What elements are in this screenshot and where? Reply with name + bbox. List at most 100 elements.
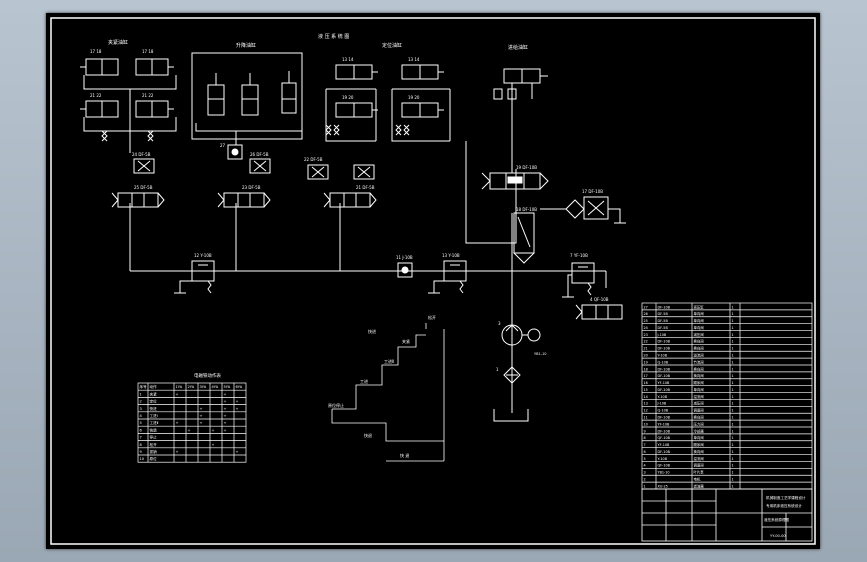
section-label-lift: 升降油缸 bbox=[236, 42, 256, 49]
section-label-clamp: 夹紧油缸 bbox=[108, 39, 128, 46]
parts-list-cell: 1 bbox=[732, 471, 734, 475]
parts-list-cell: 换向阀 bbox=[694, 339, 705, 344]
parts-list-cell: 单向阀 bbox=[694, 311, 705, 316]
action-table-cell: + bbox=[188, 428, 191, 432]
parts-list-cell: 1 bbox=[732, 478, 734, 482]
action-table-cell: + bbox=[176, 450, 179, 454]
parts-list-cell: DF-10B bbox=[658, 416, 671, 420]
action-table-cell: 原位 bbox=[150, 456, 158, 461]
pump-label: 3 bbox=[498, 321, 501, 326]
inner-frame bbox=[50, 17, 816, 545]
parts-list-cell: 2 bbox=[644, 478, 646, 482]
svg-text:21 22: 21 22 bbox=[90, 93, 102, 98]
action-table-cell: + bbox=[212, 428, 215, 432]
parts-list-cell: Y-10B bbox=[658, 457, 668, 461]
parts-list-cell: 滤油器 bbox=[694, 483, 705, 488]
cycle-label-4: 原位停止 bbox=[328, 402, 344, 408]
drawing-sheet: 液 压 系 统 图 夹紧油缸 17 18 17 18 21 22 21 22 bbox=[46, 13, 820, 549]
parts-list-cell: 5 bbox=[644, 457, 646, 461]
parts-list-cell: 7 bbox=[644, 443, 646, 447]
action-table-cell: 9 bbox=[140, 450, 143, 454]
parts-list-cell: 21 bbox=[644, 347, 648, 351]
parts-list-cell: Y-10B bbox=[658, 395, 668, 399]
parts-list-cell: 1 bbox=[732, 354, 734, 358]
title-block-line-2: 液压系统原理图 bbox=[764, 517, 790, 522]
parts-list-cell: 冷却器 bbox=[694, 428, 705, 433]
action-table-cell: + bbox=[224, 400, 227, 404]
parts-list-cell: 换向阀 bbox=[694, 346, 705, 351]
parts-list-cell: 节流阀 bbox=[694, 359, 705, 364]
parts-list-cell: 1 bbox=[732, 422, 734, 426]
parts-list-cell: DF-10B bbox=[658, 340, 671, 344]
parts-list-cell: 19 bbox=[644, 360, 648, 364]
parts-list-cell: 1 bbox=[732, 402, 734, 406]
parts-list-cell: 1 bbox=[732, 374, 734, 378]
action-table-header: 序号 bbox=[140, 384, 148, 389]
action-table-cell: + bbox=[176, 392, 179, 396]
parts-list-cell: 20 bbox=[644, 354, 648, 358]
action-table-cell: 6 bbox=[140, 428, 143, 432]
pump-note: YB1-10 bbox=[534, 352, 546, 356]
parts-list-cell: 13 bbox=[644, 402, 648, 406]
valve-code-v4: 23 DF-5B bbox=[242, 185, 261, 190]
parts-list-cell: YF-10B bbox=[658, 381, 671, 385]
action-table-cell: + bbox=[200, 421, 203, 425]
parts-list-cell: 8 bbox=[644, 436, 646, 440]
valve-code-v12: 12 Y-10B bbox=[194, 253, 212, 258]
valve-code-v15: 7 YF-10B bbox=[570, 253, 588, 258]
parts-list-cell: 1 bbox=[732, 388, 734, 392]
parts-list-cell: 1 bbox=[732, 450, 734, 454]
parts-list-cell: 1 bbox=[732, 333, 734, 337]
parts-list-cell: 25 bbox=[644, 319, 648, 323]
parts-list-cell: 换向阀 bbox=[694, 366, 705, 371]
svg-text:13 14: 13 14 bbox=[408, 57, 420, 62]
action-table-cell: 夹紧 bbox=[150, 391, 158, 396]
valve-code-v13: 13 Y-10B bbox=[442, 253, 460, 258]
filter-label: 1 bbox=[496, 367, 499, 372]
parts-list-cell: 1 bbox=[732, 395, 734, 399]
parts-list-cell: 单向阀 bbox=[694, 325, 705, 330]
svg-text:17 18: 17 18 bbox=[142, 49, 154, 54]
cycle-axis-label: 快 退 bbox=[400, 452, 409, 458]
parts-list-cell: 18 bbox=[644, 367, 648, 371]
parts-list-cell: 14 bbox=[644, 395, 648, 399]
action-table-cell: 2 bbox=[140, 400, 142, 404]
action-table-cell: 快退 bbox=[150, 427, 158, 432]
action-table-cell: + bbox=[176, 421, 179, 425]
action-table-cell: 拔销 bbox=[150, 449, 158, 454]
cycle-label-3: 快退 bbox=[364, 432, 372, 438]
parts-list-cell: 单向阀 bbox=[694, 387, 705, 392]
svg-text:19 20: 19 20 bbox=[408, 95, 420, 100]
parts-list-cell: 1 bbox=[732, 347, 734, 351]
parts-list-cell: DF-10B bbox=[658, 388, 671, 392]
cycle-label-0: 快进 bbox=[368, 328, 376, 334]
valve-code-v18: 4 QF-10B bbox=[590, 297, 609, 302]
action-table-cell: 10 bbox=[140, 457, 145, 461]
parts-list-cell: 6 bbox=[644, 450, 646, 454]
locate-cylinder-group: 定位油缸 13 14 13 14 19 20 19 20 bbox=[325, 42, 451, 142]
valve-code-v1: 24 DF-5B bbox=[132, 152, 151, 157]
action-table-header: 4YA bbox=[212, 385, 219, 389]
parts-list-cell: 12 bbox=[644, 409, 648, 413]
parts-list-cell: 23 bbox=[644, 333, 648, 337]
parts-list-cell: 叶片泵 bbox=[694, 470, 705, 475]
valve-row-1: 24 DF-5B 25 DF-5B 26 DF-5B 23 DF-5B 22 D… bbox=[111, 152, 549, 264]
parts-list-cell: 1 bbox=[732, 484, 734, 488]
valve-code-v2: 25 DF-5B bbox=[134, 185, 153, 190]
action-table-cell: + bbox=[200, 414, 203, 418]
parts-list-cell: 1 bbox=[732, 340, 734, 344]
parts-list-cell: 9 bbox=[644, 429, 646, 433]
action-table-cell: + bbox=[236, 400, 239, 404]
clamp-cylinder-group: 夹紧油缸 17 18 17 18 21 22 21 22 bbox=[80, 39, 177, 153]
svg-text:13 14: 13 14 bbox=[342, 57, 354, 62]
cycle-label-1: 工进 bbox=[360, 378, 368, 384]
parts-list-cell: 1 bbox=[732, 367, 734, 371]
parts-list-cell: 单向阀 bbox=[694, 318, 705, 323]
svg-text:19 20: 19 20 bbox=[342, 95, 354, 100]
valve-code-v8: 18 DF-10B bbox=[516, 207, 537, 212]
parts-list-cell: YF-10B bbox=[658, 443, 671, 447]
parts-list-cell: XU-25 bbox=[658, 484, 668, 488]
